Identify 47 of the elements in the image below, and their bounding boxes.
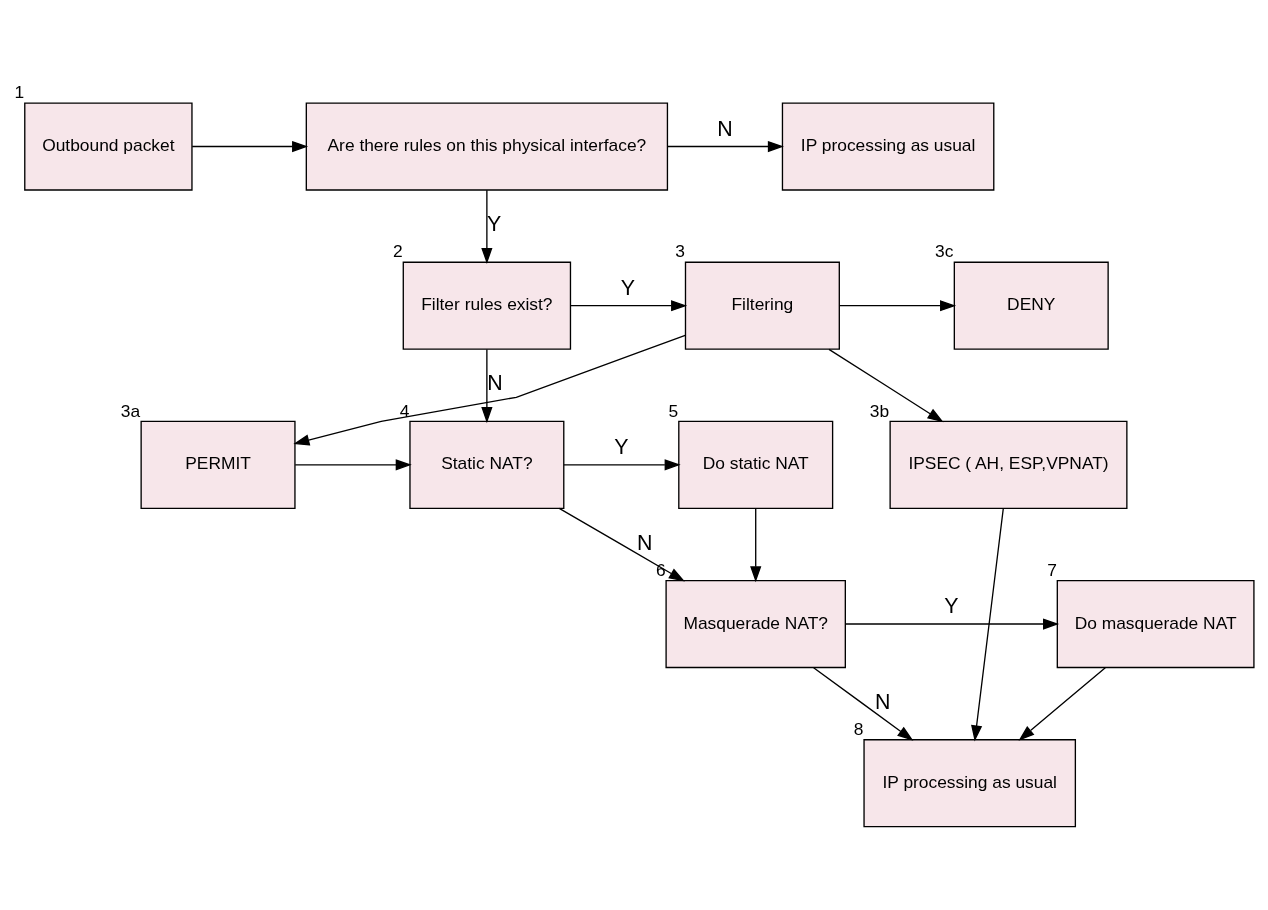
edge-label: N <box>636 530 653 555</box>
arrow <box>971 507 1004 741</box>
arrow <box>570 299 688 311</box>
node-box: IP processing as usual <box>781 101 995 191</box>
node-box: Do static NAT <box>678 420 834 509</box>
edge-label: Y <box>487 211 502 236</box>
node-label: 3c <box>935 240 954 261</box>
node-box: PERMIT <box>140 420 296 509</box>
node-label: 5 <box>668 400 679 421</box>
node-label: 3b <box>869 400 890 421</box>
node-label: 3a <box>120 400 141 421</box>
edge-label: Y <box>944 593 959 618</box>
arrow <box>563 458 681 470</box>
arrow <box>838 299 957 311</box>
node-label: 7 <box>1047 559 1057 580</box>
node-box: IP processing as usual <box>863 738 1077 827</box>
arrow <box>558 507 685 581</box>
node-box: Outbound packet <box>24 101 193 191</box>
arrow <box>750 507 762 582</box>
arrow <box>1018 666 1106 741</box>
arrow <box>666 140 784 152</box>
edge-label: N <box>875 689 891 714</box>
arrow <box>812 666 914 741</box>
node-label: 1 <box>14 81 25 102</box>
edge-label: Y <box>620 275 636 300</box>
node-box: Do masquerade NAT <box>1056 579 1255 668</box>
node-label: 2 <box>393 240 403 261</box>
arrow <box>481 189 493 264</box>
node-label: 4 <box>399 400 410 421</box>
arrow <box>481 348 493 423</box>
node-box: DENY <box>953 261 1109 350</box>
node-box: Are there rules on this physical interface? <box>305 101 669 191</box>
arrow <box>191 140 309 152</box>
edge-label: N <box>717 116 733 141</box>
arrow <box>294 458 412 470</box>
node-box: Static NAT? <box>409 420 565 509</box>
node-box: Filter rules exist? <box>402 261 572 350</box>
arrow <box>293 334 686 445</box>
arrow <box>828 348 944 422</box>
edge-label: N <box>487 370 503 395</box>
node-box: Filtering <box>684 261 840 350</box>
arrow <box>844 617 1060 630</box>
node-label: 8 <box>853 718 864 739</box>
node-label: 3 <box>675 240 685 261</box>
node-box: Masquerade NAT? <box>665 579 846 668</box>
node-box: IPSEC ( AH, ESP,VPNAT) <box>889 420 1128 509</box>
edge-label: Y <box>614 434 629 459</box>
